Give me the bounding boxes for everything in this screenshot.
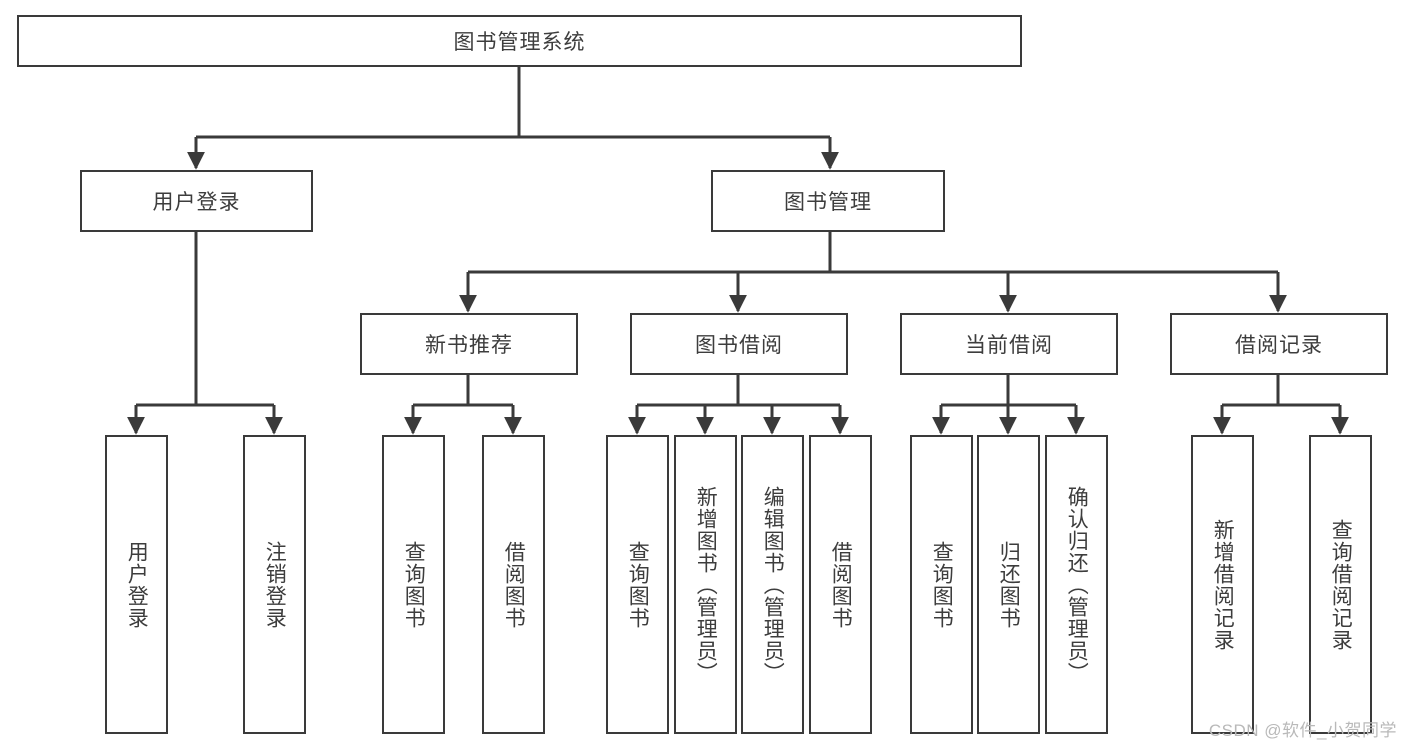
leaf-add-book-admin[interactable]: 新增图书（管理员） — [674, 435, 737, 734]
node-label: 新书推荐 — [425, 334, 513, 357]
leaf-edit-book-admin[interactable]: 编辑图书（管理员） — [741, 435, 804, 734]
node-label: 查询图书 — [626, 540, 650, 629]
node-new-book-recommendation[interactable]: 新书推荐 — [360, 313, 578, 375]
node-current-borrow[interactable]: 当前借阅 — [900, 313, 1118, 375]
node-label: 归还图书 — [997, 540, 1021, 629]
node-label: 查询借阅记录 — [1329, 518, 1353, 651]
node-label: 图书管理系统 — [453, 31, 586, 54]
node-label: 图书管理 — [784, 191, 872, 214]
node-label: 注销登录 — [263, 540, 287, 629]
node-book-borrow[interactable]: 图书借阅 — [630, 313, 848, 375]
leaf-query-books-recommend[interactable]: 查询图书 — [382, 435, 445, 734]
node-book-management[interactable]: 图书管理 — [711, 170, 945, 232]
node-label: 借阅图书 — [829, 540, 853, 629]
node-borrow-records[interactable]: 借阅记录 — [1170, 313, 1388, 375]
leaf-borrow-books-recommend[interactable]: 借阅图书 — [482, 435, 545, 734]
node-label: 编辑图书（管理员） — [761, 485, 785, 684]
node-label: 借阅图书 — [502, 540, 526, 629]
node-label: 新增图书（管理员） — [694, 485, 718, 684]
leaf-borrow-books-borrow[interactable]: 借阅图书 — [809, 435, 872, 734]
node-label: 用户登录 — [152, 191, 241, 214]
leaf-query-borrow-record[interactable]: 查询借阅记录 — [1309, 435, 1372, 734]
leaf-return-books[interactable]: 归还图书 — [977, 435, 1040, 734]
leaf-query-books-borrow[interactable]: 查询图书 — [606, 435, 669, 734]
leaf-user-login[interactable]: 用户登录 — [105, 435, 168, 734]
leaf-add-borrow-record[interactable]: 新增借阅记录 — [1191, 435, 1254, 734]
csdn-watermark: CSDN @软件_小贺同学 — [1208, 721, 1397, 740]
node-user-login[interactable]: 用户登录 — [80, 170, 313, 232]
node-label: 当前借阅 — [965, 334, 1053, 357]
leaf-logout[interactable]: 注销登录 — [243, 435, 306, 734]
node-label: 查询图书 — [402, 540, 426, 629]
node-root-book-management-system[interactable]: 图书管理系统 — [17, 15, 1022, 67]
leaf-query-books-current[interactable]: 查询图书 — [910, 435, 973, 734]
node-label: 新增借阅记录 — [1211, 518, 1235, 651]
node-label: 确认归还（管理员） — [1065, 485, 1089, 684]
node-label: 图书借阅 — [695, 334, 783, 357]
node-label: 用户登录 — [125, 540, 149, 629]
leaf-confirm-return-admin[interactable]: 确认归还（管理员） — [1045, 435, 1108, 734]
node-label: 借阅记录 — [1235, 334, 1323, 357]
node-label: 查询图书 — [930, 540, 954, 629]
